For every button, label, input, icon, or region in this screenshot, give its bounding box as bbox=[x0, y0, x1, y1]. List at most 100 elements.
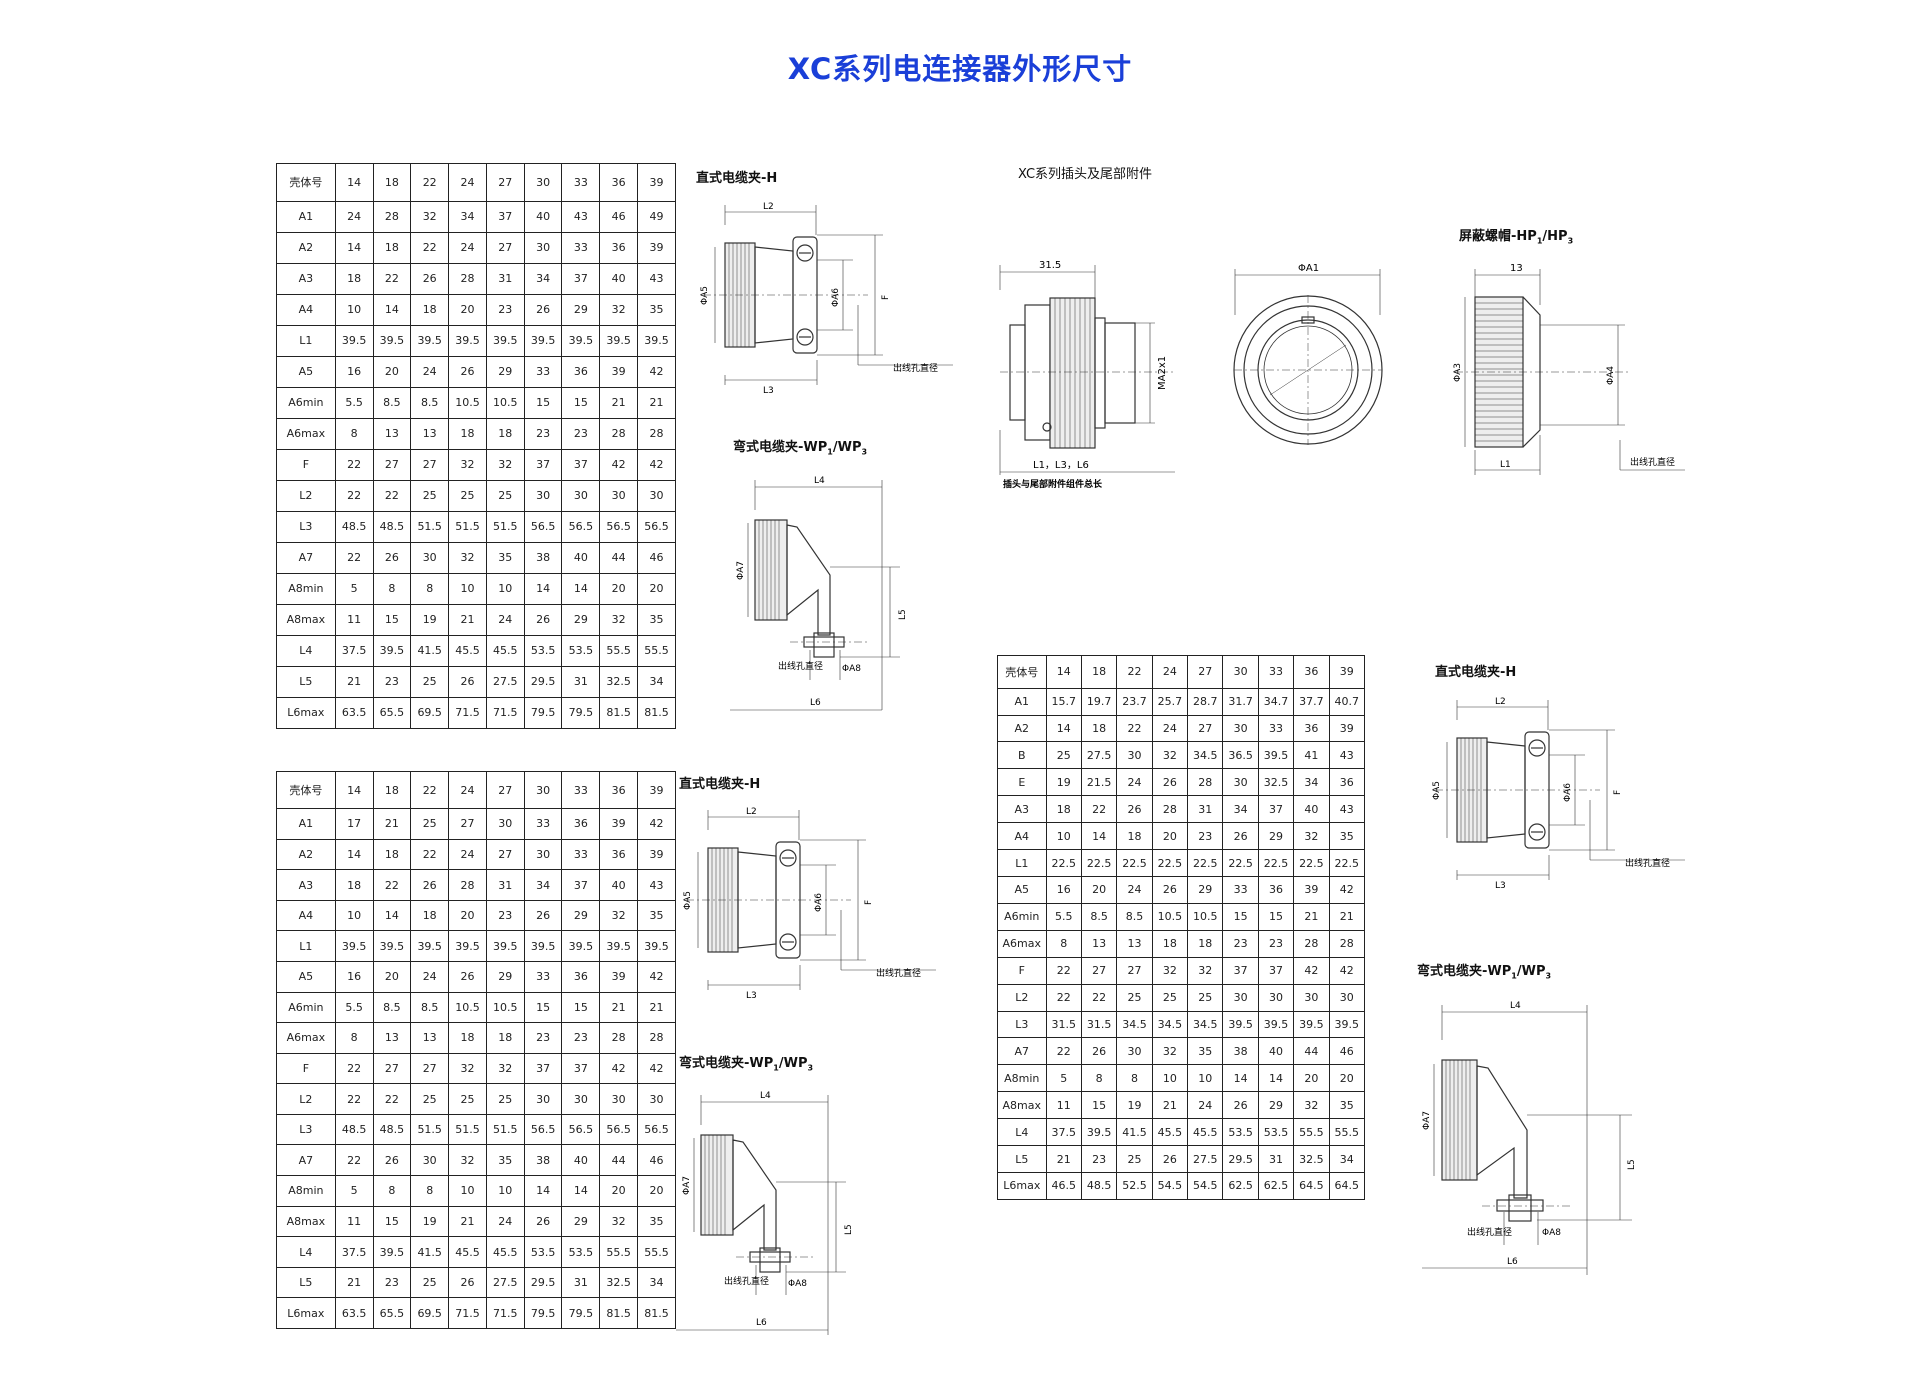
straight-clamp-drawing-3: L2 ΦA5 ΦA6 F 出线孔直径 L3 bbox=[1432, 697, 1685, 890]
value-cell: 28 bbox=[1328, 929, 1366, 958]
value-cell: 21 bbox=[637, 991, 676, 1024]
value-cell: 39.5 bbox=[372, 634, 412, 667]
value-cell: 42 bbox=[1328, 876, 1366, 904]
value-cell: 8 bbox=[1116, 1064, 1153, 1093]
value-cell: 26 bbox=[523, 1205, 563, 1238]
bent-clamp-drawing-2: L4 ΦA7 L5 出线孔直径 ΦA8 L6 bbox=[676, 1091, 854, 1335]
value-cell: 29.5 bbox=[523, 665, 563, 698]
value-cell: 30 bbox=[485, 808, 525, 840]
value-cell: 24 bbox=[334, 200, 374, 233]
value-cell: 36 bbox=[599, 231, 639, 264]
value-cell: 18 bbox=[410, 899, 450, 932]
value-cell: 40 bbox=[1293, 795, 1330, 824]
outlet-label: 出线孔直径 bbox=[1467, 1226, 1512, 1238]
row-label-cell: A6min bbox=[276, 386, 336, 419]
value-cell: 10.5 bbox=[448, 386, 487, 419]
value-cell: 16 bbox=[334, 355, 374, 388]
value-cell: 11 bbox=[1045, 1091, 1082, 1120]
row-label-cell: A5 bbox=[276, 355, 336, 388]
value-cell: 24 bbox=[1116, 876, 1153, 904]
row-label-cell: L2 bbox=[997, 983, 1047, 1012]
dim-l2: L2 bbox=[763, 202, 774, 212]
dim-ma2x1: MA2x1 bbox=[1157, 356, 1168, 390]
value-cell: 23 bbox=[372, 665, 412, 698]
value-cell: 37 bbox=[1222, 956, 1259, 985]
row-label-cell: L4 bbox=[997, 1118, 1047, 1147]
value-cell: 13 bbox=[372, 417, 412, 450]
dim-f: F bbox=[864, 900, 874, 905]
outlet-label: 出线孔直径 bbox=[1630, 456, 1675, 468]
value-cell: 35 bbox=[1328, 822, 1366, 851]
value-cell: 30 bbox=[523, 770, 563, 810]
value-cell: 39.5 bbox=[637, 324, 676, 357]
value-cell: 28 bbox=[372, 200, 412, 233]
value-cell: 20 bbox=[1151, 822, 1189, 851]
value-cell: 18 bbox=[1187, 929, 1224, 958]
row-label-cell: A8min bbox=[276, 1175, 336, 1207]
value-cell: 37.5 bbox=[334, 634, 374, 667]
value-cell: 41.5 bbox=[410, 1236, 450, 1268]
value-cell: 29 bbox=[1257, 822, 1295, 851]
value-cell: 35 bbox=[637, 899, 676, 932]
value-cell: 46 bbox=[637, 541, 676, 574]
value-cell: 27 bbox=[372, 1052, 412, 1085]
value-cell: 16 bbox=[1045, 876, 1082, 904]
value-cell: 42 bbox=[637, 1052, 676, 1085]
value-cell: 39.5 bbox=[1293, 1010, 1330, 1039]
value-cell: 20 bbox=[599, 1175, 639, 1207]
value-cell: 22 bbox=[334, 1083, 374, 1115]
value-cell: 81.5 bbox=[599, 696, 639, 730]
dim-a5: ΦA5 bbox=[1432, 781, 1442, 800]
value-cell: 19 bbox=[410, 603, 450, 636]
value-cell: 5.5 bbox=[1045, 902, 1082, 931]
value-cell: 36 bbox=[599, 838, 639, 871]
value-cell: 65.5 bbox=[372, 1297, 412, 1329]
value-cell: 33 bbox=[561, 838, 601, 871]
value-cell: 32 bbox=[599, 1205, 639, 1238]
value-cell: 10.5 bbox=[1187, 902, 1224, 931]
row-label-cell: 壳体号 bbox=[997, 655, 1047, 689]
value-cell: 18 bbox=[410, 293, 450, 326]
value-cell: 8 bbox=[1080, 1064, 1118, 1093]
value-cell: 34 bbox=[637, 665, 676, 698]
value-cell: 33 bbox=[523, 961, 563, 993]
value-cell: 18 bbox=[334, 869, 374, 901]
value-cell: 81.5 bbox=[599, 1297, 639, 1329]
value-cell: 33 bbox=[523, 808, 563, 840]
value-cell: 24 bbox=[410, 355, 450, 388]
value-cell: 34 bbox=[1328, 1145, 1366, 1173]
value-cell: 48.5 bbox=[334, 510, 374, 543]
value-cell: 14 bbox=[1045, 714, 1082, 743]
value-cell: 34 bbox=[523, 869, 563, 901]
value-cell: 31.5 bbox=[1045, 1010, 1082, 1039]
value-cell: 5 bbox=[334, 572, 374, 605]
value-cell: 24 bbox=[448, 770, 487, 810]
value-cell: 39 bbox=[1293, 876, 1330, 904]
value-cell: 22.5 bbox=[1328, 849, 1366, 878]
value-cell: 39.5 bbox=[561, 324, 601, 357]
row-label-cell: L4 bbox=[276, 634, 336, 667]
value-cell: 26 bbox=[410, 262, 450, 295]
value-cell: 15 bbox=[561, 386, 601, 419]
dim-l6: L6 bbox=[1507, 1257, 1518, 1267]
row-label-cell: A6min bbox=[276, 991, 336, 1024]
value-cell: 39.5 bbox=[523, 324, 563, 357]
dim-l5: L5 bbox=[898, 609, 908, 620]
value-cell: 24 bbox=[485, 1205, 525, 1238]
value-cell: 22 bbox=[372, 262, 412, 295]
value-cell: 29 bbox=[561, 293, 601, 326]
row-label-cell: A8min bbox=[276, 572, 336, 605]
value-cell: 23 bbox=[561, 1022, 601, 1054]
value-cell: 27 bbox=[410, 448, 450, 481]
value-cell: 33 bbox=[561, 163, 601, 202]
value-cell: 53.5 bbox=[561, 1236, 601, 1268]
value-cell: 30 bbox=[1222, 655, 1259, 689]
value-cell: 10.5 bbox=[1151, 902, 1189, 931]
value-cell: 21 bbox=[599, 991, 639, 1024]
